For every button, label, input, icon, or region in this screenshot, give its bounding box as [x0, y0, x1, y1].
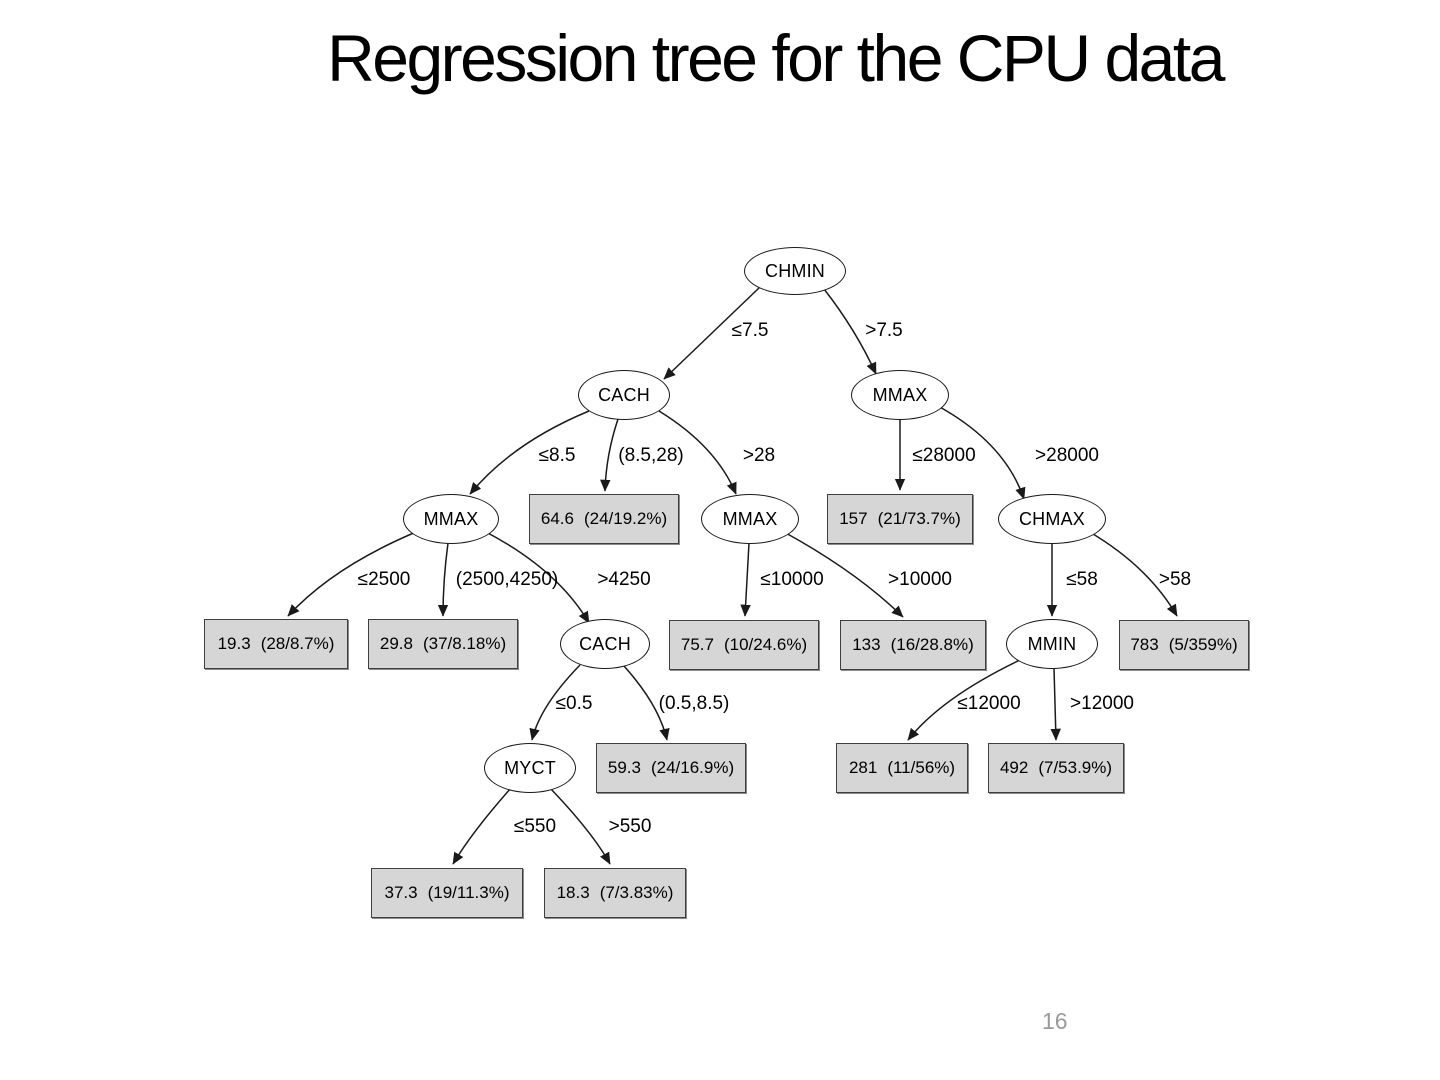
edge-label: >10000 — [888, 569, 952, 590]
leaf-stats: (11/56%) — [887, 758, 956, 777]
tree-edge — [287, 531, 417, 617]
leaf-node: 492 (7/53.9%) — [988, 743, 1124, 793]
edge-label: ≤0.5 — [555, 693, 593, 714]
leaf-node: 59.3 (24/16.9%) — [596, 743, 746, 793]
leaf-node: 157 (21/73.7%) — [827, 494, 973, 544]
leaf-value: 64.6 — [540, 509, 574, 528]
node-label: CHMAX — [1018, 508, 1085, 529]
leaf-stats: (16/28.8%) — [890, 635, 974, 654]
edge-label: ≤58 — [1066, 569, 1098, 590]
node-label: MMIN — [1027, 633, 1077, 654]
leaf-node: 19.3 (28/8.7%) — [204, 619, 348, 669]
edge-label: ≤12000 — [957, 693, 1021, 714]
decision-node-mmax-mid: MMAX — [701, 494, 799, 544]
leaf-value: 281 — [848, 758, 878, 777]
decision-node-cach-top: CACH — [578, 370, 670, 420]
tree-edge — [740, 542, 751, 617]
edge-label: >58 — [1158, 569, 1192, 590]
leaf-value: 37.3 — [384, 883, 418, 902]
edge-label: ≤8.5 — [538, 445, 576, 466]
edge-label: >550 — [608, 816, 652, 837]
edge-label: >12000 — [1070, 693, 1134, 714]
leaf-node: 37.3 (19/11.3%) — [371, 868, 523, 918]
tree-edge — [485, 531, 590, 624]
edge-label: (2500,4250) — [455, 569, 559, 590]
node-label: CACH — [598, 384, 650, 405]
decision-node-myct: MYCT — [484, 743, 576, 793]
tree-edge — [658, 410, 737, 495]
edge-label: >28 — [742, 445, 776, 466]
leaf-stats: (37/8.18%) — [422, 634, 507, 653]
leaf-stats: (19/11.3%) — [427, 883, 510, 902]
edge-label: ≤2500 — [357, 569, 411, 590]
edge-label: (0.5,8.5) — [658, 693, 730, 714]
edge-label: ≤28000 — [912, 445, 976, 466]
leaf-stats: (24/16.9%) — [650, 758, 735, 777]
leaf-value: 75.7 — [680, 635, 714, 654]
tree-edge — [937, 405, 1026, 500]
decision-node-mmax-right: MMAX — [851, 370, 949, 420]
edge-label: ≤10000 — [760, 569, 824, 590]
tree-edge — [437, 542, 449, 617]
leaf-node: 133 (16/28.8%) — [840, 620, 986, 670]
edge-label: >7.5 — [865, 320, 903, 341]
edge-label: ≤7.5 — [731, 320, 769, 341]
leaf-stats: (21/73.7%) — [877, 509, 961, 528]
node-label: MYCT — [504, 757, 556, 778]
leaf-node: 75.7 (10/24.6%) — [669, 620, 819, 670]
leaf-value: 783 — [1130, 635, 1159, 654]
leaf-value: 29.8 — [379, 634, 413, 653]
edge-label: >28000 — [1035, 445, 1099, 466]
leaf-value: 18.3 — [556, 883, 590, 902]
tree-edge — [623, 665, 670, 741]
leaf-node: 783 (5/359%) — [1119, 620, 1249, 670]
leaf-node: 29.8 (37/8.18%) — [368, 619, 518, 669]
slide-title: Regression tree for the CPU data — [327, 21, 1225, 95]
node-label: CACH — [579, 633, 631, 654]
decision-node-mmax-left: MMAX — [403, 494, 499, 544]
tree-edge — [600, 418, 619, 492]
decision-node-cach-lower: CACH — [560, 619, 650, 669]
tree-edge — [469, 410, 590, 495]
leaf-node: 281 (11/56%) — [836, 743, 968, 793]
tree-edge — [663, 286, 761, 380]
leaf-stats: (7/53.9%) — [1038, 758, 1113, 777]
edge-label: (8.5,28) — [618, 445, 684, 466]
leaf-stats: (10/24.6%) — [723, 635, 808, 654]
node-label: MMAX — [423, 508, 479, 529]
leaf-stats: (7/3.83%) — [599, 883, 674, 902]
leaf-stats: (5/359%) — [1168, 635, 1238, 654]
leaf-value: 157 — [839, 509, 868, 528]
edge-label: ≤550 — [513, 816, 557, 837]
tree-edge — [1087, 530, 1178, 617]
decision-node-chmax: CHMAX — [998, 494, 1106, 544]
tree-edge — [452, 787, 512, 865]
tree-edge — [907, 658, 1023, 741]
edge-label: >4250 — [597, 569, 651, 590]
decision-node-mmin: MMIN — [1006, 619, 1098, 669]
tree-edge — [529, 664, 581, 741]
leaf-stats: (24/19.2%) — [583, 509, 668, 528]
leaf-node: 18.3 (7/3.83%) — [544, 868, 686, 918]
leaf-value: 59.3 — [607, 758, 641, 777]
tree-edge — [823, 288, 877, 375]
leaf-node: 64.6 (24/19.2%) — [529, 494, 679, 544]
leaf-value: 133 — [852, 635, 881, 654]
decision-node-chmin: CHMIN — [744, 247, 846, 295]
node-label: MMAX — [722, 508, 778, 529]
leaf-stats: (28/8.7%) — [260, 634, 335, 653]
tree-edge — [783, 531, 904, 618]
page-number: 16 — [1042, 1008, 1068, 1034]
tree-edge — [1050, 667, 1061, 741]
node-label: MMAX — [872, 384, 928, 405]
leaf-value: 19.3 — [217, 634, 251, 653]
tree-edge — [549, 787, 611, 865]
node-label: CHMIN — [765, 260, 825, 281]
leaf-value: 492 — [999, 758, 1029, 777]
